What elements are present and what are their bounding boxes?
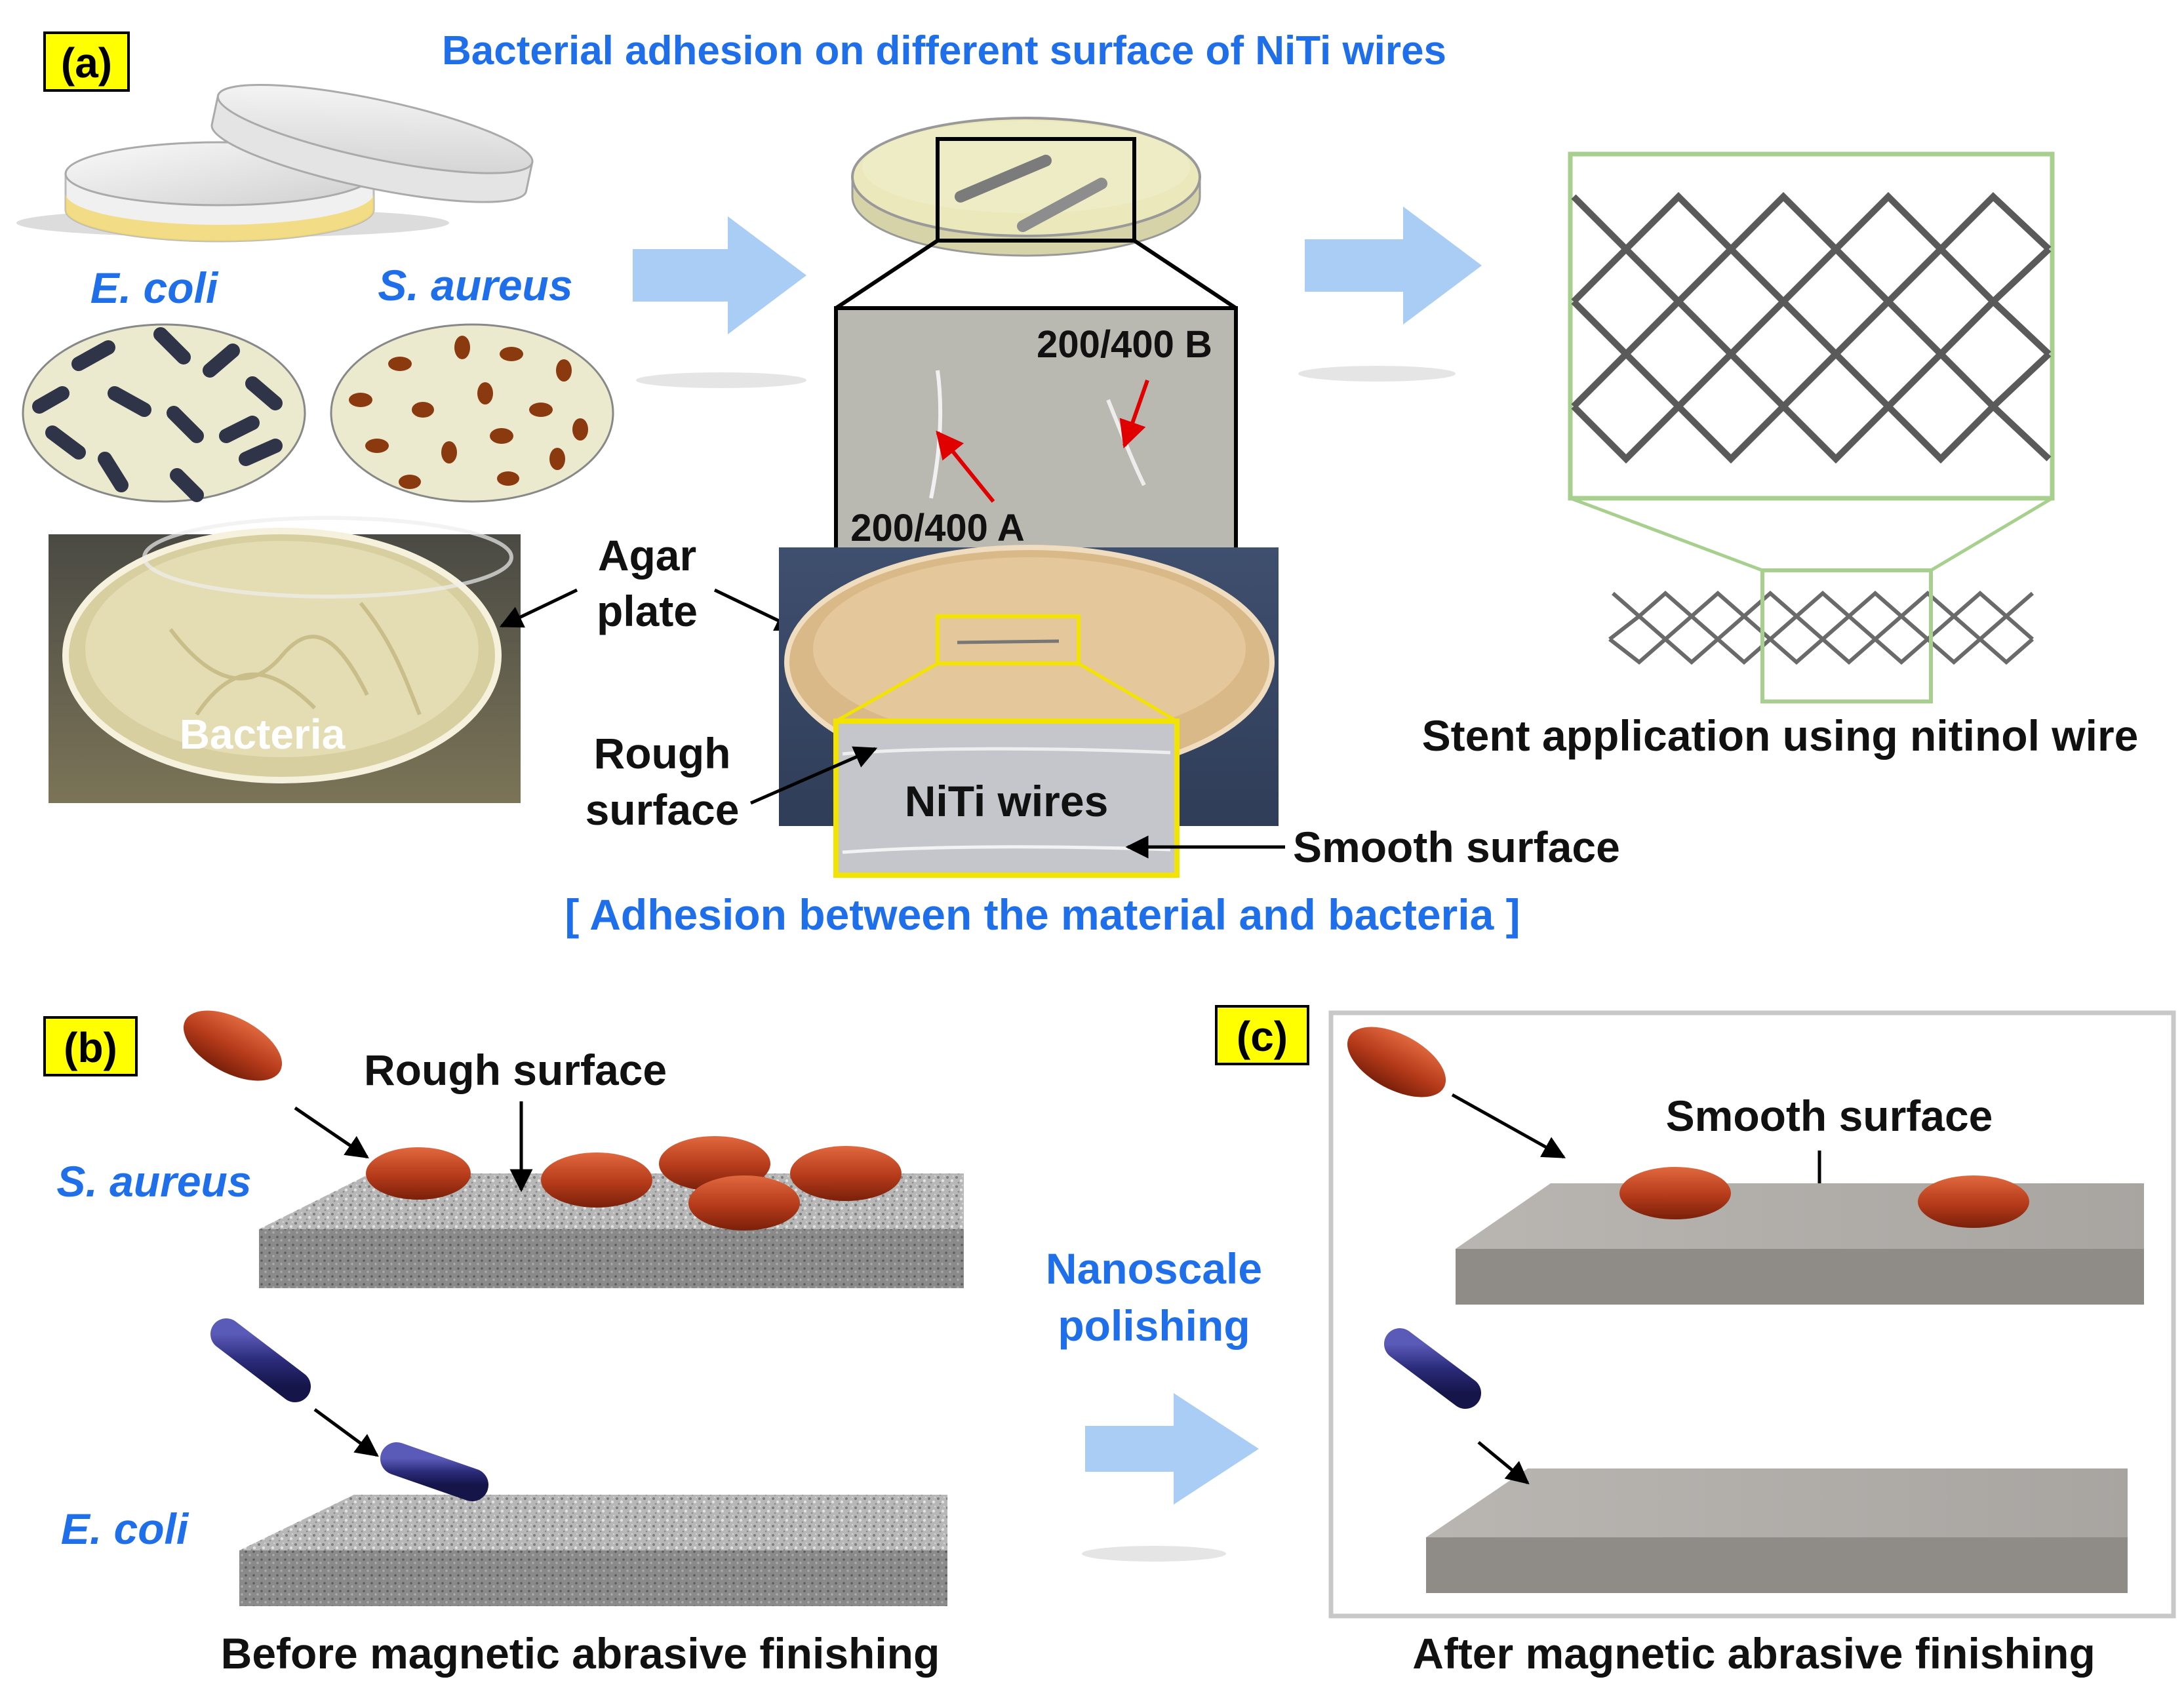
saureus-cell-free-c: [1347, 1027, 1446, 1097]
polishing-step: Nanoscale polishing: [1046, 1244, 1262, 1562]
panel-a-tag: (a): [61, 39, 112, 87]
ecoli-plate: [22, 323, 306, 503]
stent-zoom-line-left: [1570, 496, 1763, 572]
saureus-cells-attached: [366, 1136, 902, 1231]
niti-wires-label: NiTi wires: [905, 777, 1109, 825]
rough-arrow: [749, 746, 878, 805]
yellow-zoom-line-left: [835, 661, 939, 723]
saureus-approach-arrow-c: [1451, 1093, 1566, 1159]
wire-a-label: 200/400 A: [850, 507, 1025, 549]
wire-b-label: 200/400 B: [1037, 323, 1212, 366]
rough-surface-label: Rough surface: [364, 1046, 667, 1094]
saureus-plate: [330, 323, 614, 503]
stent-zoom: [1568, 151, 2055, 501]
bacteria-plate-photo: [49, 516, 521, 803]
stent-zoom-line-right: [1930, 496, 2054, 572]
adhesion-caption: [ Adhesion between the material and bact…: [565, 890, 1520, 939]
polish-label-2: polishing: [1058, 1301, 1250, 1350]
wire-a-arrow: [936, 430, 995, 503]
panel-c-tag-box: [1215, 1005, 1309, 1065]
stent-caption: Stent application using nitinol wire: [1422, 711, 2139, 760]
flow-arrow-1: [633, 216, 806, 388]
saureus-label-b: S. aureus: [56, 1157, 251, 1206]
smooth-surface-label: Smooth surface: [1666, 1092, 1993, 1140]
flow-arrow-2: [1298, 207, 1482, 382]
ecoli-cells-attached: [380, 1442, 846, 1541]
saureus-label-top: S. aureus: [378, 261, 572, 309]
ecoli-cell-free-c: [1384, 1328, 1481, 1409]
agar-label-1: Agar: [598, 531, 696, 580]
saureus-cell-c-1: [1619, 1167, 1731, 1219]
panel-b: (b) Rough surface S. aureus E. coli: [43, 1010, 964, 1678]
panel-c-tag: (c): [1237, 1013, 1288, 1060]
saureus-approach-arrow-b: [294, 1106, 369, 1159]
dish-with-wires: [851, 117, 1201, 257]
panel-b-tag: (b): [64, 1024, 117, 1071]
panel-a-title: Bacterial adhesion on different surface …: [442, 28, 1446, 73]
rough-label-1: Rough: [594, 729, 731, 778]
panel-a: (a) Bacterial adhesion on different surf…: [16, 28, 2138, 939]
ecoli-approach-arrow-c: [1477, 1441, 1530, 1485]
ecoli-label-b: E. coli: [61, 1505, 189, 1553]
agar-label-2: plate: [597, 587, 698, 635]
smooth-slab-saureus: [1456, 1183, 2144, 1305]
wires-zoom-photo: [834, 306, 1238, 566]
saureus-cell-c-2: [1918, 1175, 2029, 1228]
polish-arrow: [1085, 1393, 1259, 1505]
panel-c-frame: [1328, 1010, 2176, 1619]
smooth-label: Smooth surface: [1293, 823, 1620, 871]
ecoli-cell-free: [210, 1318, 311, 1402]
petri-dish-illustration: [16, 83, 534, 243]
before-caption: Before magnetic abrasive finishing: [221, 1629, 940, 1678]
ecoli-approach-arrow-b: [313, 1408, 379, 1457]
niti-zoom-photo: [833, 719, 1180, 878]
ecoli-cells-c: [1551, 1459, 2052, 1536]
stent-illustration: [1608, 568, 2034, 703]
zoom-line-right: [1133, 239, 1237, 310]
panel-c: (c) Smooth surface After magnetic abrasi…: [1215, 1005, 2176, 1678]
after-caption: After magnetic abrasive finishing: [1412, 1629, 2095, 1678]
panel-b-tag-box: [43, 1016, 138, 1076]
agar-arrow-left: [499, 588, 578, 628]
bacteria-label: Bacteria: [180, 711, 346, 758]
wire-b-arrow: [1119, 380, 1149, 448]
polish-label-1: Nanoscale: [1046, 1244, 1262, 1293]
panel-a-tag-box: [43, 31, 130, 92]
yellow-zoom-line-right: [1077, 661, 1178, 723]
ecoli-label-top: E. coli: [90, 264, 219, 312]
rough-label-2: surface: [586, 785, 740, 834]
saureus-cell-free: [183, 1010, 283, 1081]
zoom-line-left: [835, 239, 939, 310]
